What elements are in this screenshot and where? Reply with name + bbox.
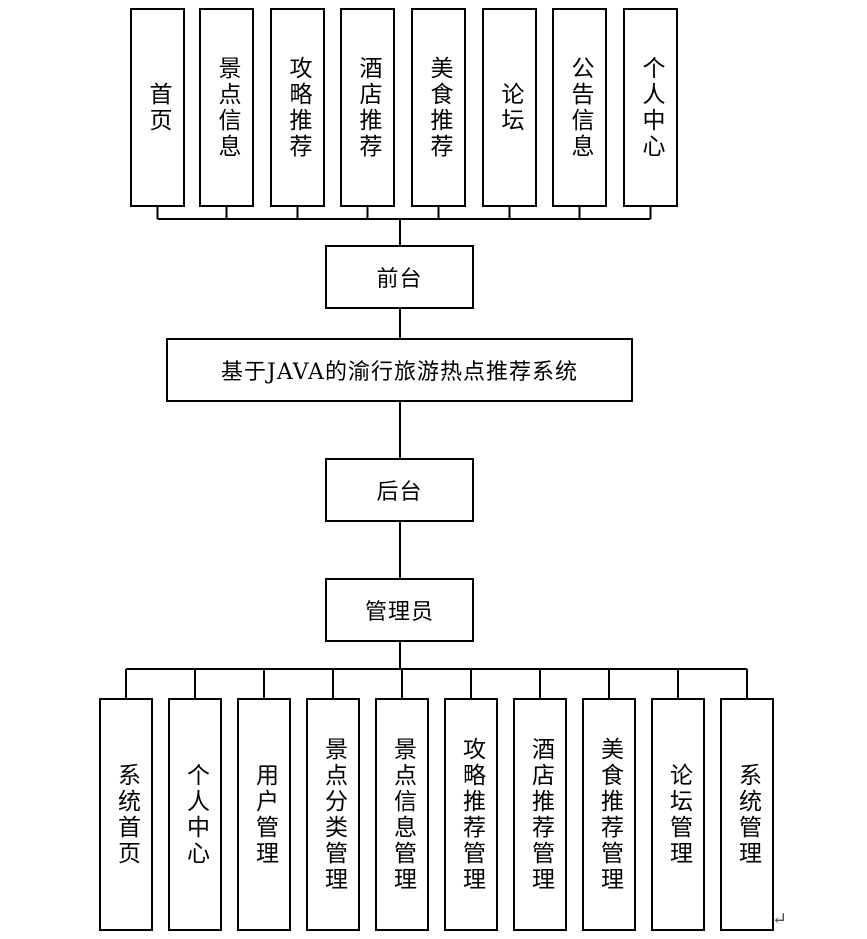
admin-module-box: 用户管理 [237,698,291,931]
system-node: 基于JAVA的渝行旅游热点推荐系统 [166,338,633,402]
admin-module-box: 系统首页 [99,698,153,931]
admin-module-box: 酒店推荐管理 [513,698,567,931]
frontend-node: 前台 [325,245,474,309]
admin-module-label: 美食推荐管理 [596,736,623,893]
front-module-label: 酒店推荐 [355,55,381,160]
front-module-box: 公告信息 [552,8,607,207]
admin-module-box: 景点分类管理 [306,698,360,931]
front-module-box: 攻略推荐 [270,8,325,207]
front-module-label: 首页 [145,81,171,134]
front-module-label: 美食推荐 [426,55,452,160]
front-module-label: 攻略推荐 [285,55,311,160]
admin-module-label: 个人中心 [182,762,209,867]
front-module-label: 景点信息 [214,55,240,160]
admin-node-label: 管理员 [364,600,434,625]
backend-node-label: 后台 [376,480,423,505]
admin-module-box: 景点信息管理 [375,698,429,931]
front-module-box: 个人中心 [623,8,678,207]
paragraph-mark: ↵ [772,909,788,930]
admin-module-label: 景点信息管理 [389,736,416,893]
front-module-box: 酒店推荐 [340,8,395,207]
frontend-node-label: 前台 [376,267,423,292]
admin-module-label: 系统首页 [113,762,140,867]
system-node-label: 基于JAVA的渝行旅游热点推荐系统 [221,360,578,385]
admin-module-label: 攻略推荐管理 [458,736,485,893]
admin-module-box: 论坛管理 [651,698,705,931]
admin-module-label: 论坛管理 [665,762,692,867]
front-module-label: 论坛 [497,81,523,134]
admin-module-label: 景点分类管理 [320,736,347,893]
front-module-box: 美食推荐 [411,8,466,207]
admin-module-box: 个人中心 [168,698,222,931]
admin-module-box: 系统管理 [720,698,774,931]
front-module-label: 个人中心 [638,55,664,160]
admin-module-label: 系统管理 [734,762,761,867]
front-module-label: 公告信息 [567,55,593,160]
admin-node: 管理员 [325,578,474,642]
admin-module-box: 攻略推荐管理 [444,698,498,931]
admin-module-label: 酒店推荐管理 [527,736,554,893]
admin-module-label: 用户管理 [251,762,278,867]
front-module-box: 首页 [130,8,185,207]
front-module-box: 景点信息 [199,8,254,207]
front-module-box: 论坛 [482,8,537,207]
admin-module-box: 美食推荐管理 [582,698,636,931]
backend-node: 后台 [325,458,474,522]
